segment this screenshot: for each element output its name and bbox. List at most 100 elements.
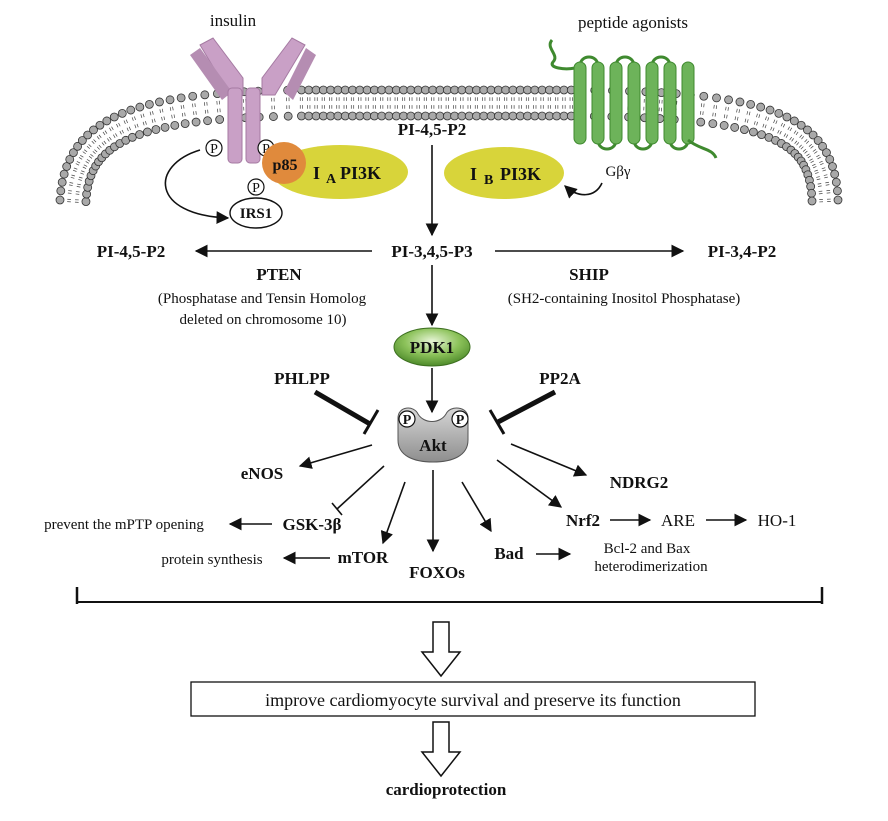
lipid-head: [831, 170, 839, 178]
lipid-tail: [81, 171, 84, 172]
lipid-head: [436, 86, 444, 94]
lipid-tail: [792, 138, 794, 141]
lipid-tail: [819, 161, 822, 162]
lipid-tail: [112, 127, 114, 130]
pp2a-inhibit-line: [498, 392, 555, 422]
svg-text:B: B: [484, 173, 493, 188]
gsk3b-label: GSK-3β: [282, 515, 341, 534]
akt-to-mtor-arrow: [383, 482, 405, 543]
lipid-head: [56, 196, 64, 204]
svg-text:PI3K: PI3K: [500, 164, 541, 184]
lipid-tail: [801, 147, 804, 150]
summary-bracket: [77, 587, 822, 604]
lipid-tail: [783, 124, 785, 127]
lipid-head: [82, 198, 90, 206]
bad-label: Bad: [494, 544, 524, 563]
lipid-tail: [795, 141, 797, 144]
lipid-head: [155, 98, 163, 106]
lipid-tail: [714, 105, 715, 109]
lipid-tail: [154, 119, 155, 123]
svg-text:P: P: [210, 142, 218, 157]
lipid-head: [545, 86, 553, 94]
mtor-label: mTOR: [338, 548, 389, 567]
lipid-head: [363, 112, 371, 120]
lipid-head: [465, 86, 473, 94]
lipid-head: [421, 112, 429, 120]
lipid-tail: [747, 111, 748, 115]
mptp-label: prevent the mPTP opening: [44, 517, 204, 533]
lipid-head: [545, 112, 553, 120]
pp2a-label: PP2A: [539, 369, 581, 388]
lipid-tail: [790, 137, 792, 140]
lipid-head: [128, 133, 136, 141]
gpcr-helix: [610, 62, 622, 144]
lipid-tail: [803, 149, 806, 151]
lipid-tail: [771, 127, 772, 130]
lipid-head: [451, 112, 459, 120]
lipid-head: [487, 112, 495, 120]
lipid-head: [472, 86, 480, 94]
lipid-tail: [135, 125, 136, 128]
svg-text:A: A: [326, 172, 337, 187]
lipid-tail: [70, 183, 74, 184]
lipid-tail: [809, 144, 812, 146]
lipid-head: [334, 86, 342, 94]
lipid-head: [828, 163, 836, 171]
lipid-tail: [824, 177, 828, 178]
lipid-tail: [816, 177, 820, 178]
lipid-tail: [737, 109, 738, 113]
lipid-head: [177, 94, 185, 102]
lipid-tail: [182, 113, 183, 117]
lipid-head: [161, 123, 169, 131]
class-ia-pi3k: p85 I A PI3K: [262, 142, 408, 199]
pten-label: PTEN: [256, 265, 302, 284]
lipid-tail: [774, 120, 775, 123]
lipid-head: [480, 112, 488, 120]
lipid-head: [57, 187, 65, 195]
lipid-tail: [74, 168, 77, 169]
lipid-tail: [73, 170, 76, 171]
lipid-head: [349, 86, 357, 94]
lipid-head: [378, 86, 386, 94]
lipid-head: [192, 118, 200, 126]
lipid-tail: [825, 182, 829, 183]
lipid-head: [697, 118, 705, 126]
enos-label: eNOS: [241, 464, 284, 483]
pi45p2-top: PI-4,5-P2: [398, 120, 466, 139]
lipid-head: [524, 112, 532, 120]
ship-desc: (SH2-containing Inositol Phosphatase): [508, 291, 740, 307]
lipid-tail: [77, 161, 80, 163]
lipid-tail: [80, 173, 83, 174]
lipid-head: [421, 86, 429, 94]
lipid-head: [414, 86, 422, 94]
lipid-head: [356, 86, 364, 94]
lipid-tail: [716, 105, 717, 109]
lipid-head: [487, 86, 495, 94]
cell-membrane: [56, 86, 842, 206]
lipid-tail: [83, 167, 86, 169]
lipid-head: [370, 86, 378, 94]
lipid-tail: [145, 121, 146, 124]
lipid-tail: [813, 149, 816, 151]
lipid-head: [385, 86, 393, 94]
lipid-tail: [749, 112, 750, 116]
lipid-tail: [120, 131, 122, 134]
lipid-tail: [127, 128, 128, 131]
lipid-tail: [99, 145, 101, 148]
irs1-node: IRS1 P: [230, 179, 282, 228]
lipid-head: [327, 86, 335, 94]
lipid-tail: [97, 147, 99, 150]
lipid-tail: [89, 144, 92, 146]
pdk1-node: PDK1: [394, 328, 470, 366]
lipid-head: [181, 120, 189, 128]
lipid-tail: [113, 135, 115, 138]
lipid-head: [152, 126, 160, 134]
lipid-tail: [183, 105, 184, 109]
lipid-tail: [773, 128, 774, 131]
lipid-head: [400, 86, 408, 94]
gpcr-helix: [574, 62, 586, 144]
lipid-head: [775, 109, 783, 117]
lipid-tail: [170, 107, 171, 111]
pi34p2-right: PI-3,4-P2: [708, 242, 776, 261]
gpcr-helix: [664, 62, 676, 144]
